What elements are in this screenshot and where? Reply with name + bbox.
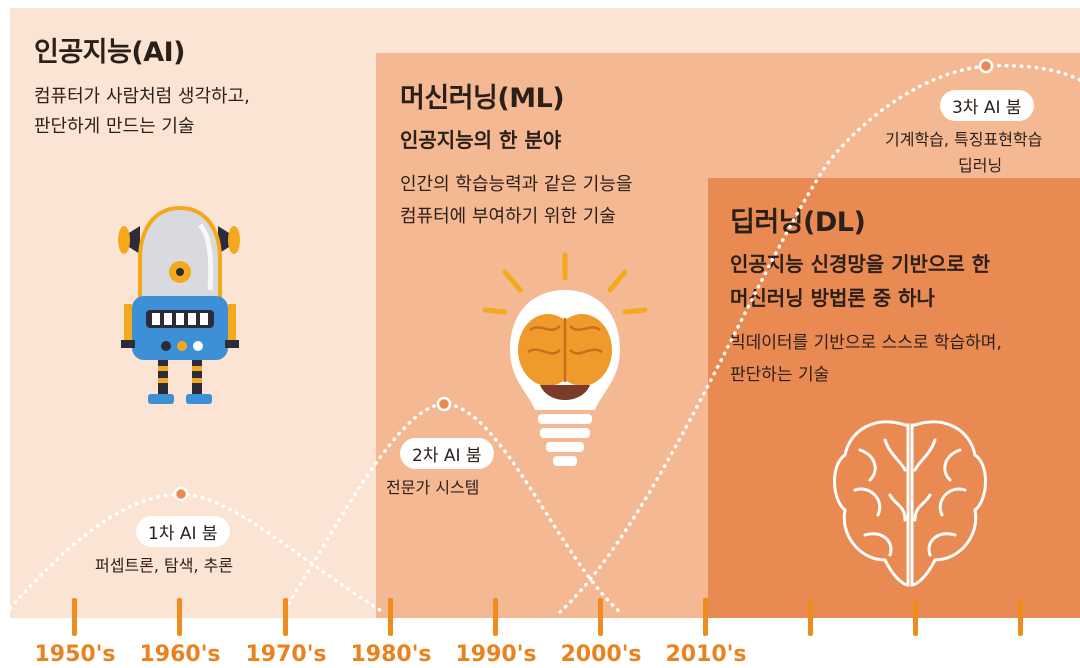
decade-label: 1990's bbox=[455, 642, 537, 667]
lightbulb-brain-icon bbox=[482, 252, 648, 466]
boom-peak-2 bbox=[436, 396, 452, 412]
ai-desc-line2: 판단하게 만드는 기술 bbox=[34, 116, 195, 137]
ml-title: 머신러닝(ML) bbox=[400, 83, 565, 114]
dl-desc-line1: 빅데이터를 기반으로 스스로 학습하며, bbox=[730, 333, 1002, 353]
boom-2-label: 2차 AI 붐 bbox=[400, 438, 494, 469]
decade-label: 2010's bbox=[665, 642, 747, 667]
ml-subtitle: 인공지능의 한 분야 bbox=[400, 128, 562, 152]
boom-3-desc-line1: 기계학습, 특징표현학습 bbox=[885, 130, 1043, 149]
dl-desc-line2: 판단하는 기술 bbox=[730, 365, 830, 385]
boom-curve-2 bbox=[283, 402, 622, 614]
boom-1-desc: 퍼셉트론, 탐색, 추론 bbox=[95, 556, 234, 575]
timeline-ticks bbox=[72, 598, 1023, 636]
boom-peak-3 bbox=[978, 58, 994, 74]
decade-label: 1950's bbox=[34, 642, 116, 667]
ai-desc-line1: 컴퓨터가 사람처럼 생각하고, bbox=[34, 86, 250, 107]
ml-desc-line1: 인간의 학습능력과 같은 기능을 bbox=[400, 174, 633, 195]
ai-title: 인공지능(AI) bbox=[34, 37, 185, 68]
brain-icon bbox=[833, 420, 987, 587]
dl-panel bbox=[708, 178, 1080, 618]
boom-3-desc-line2: 딥러닝 bbox=[958, 156, 1003, 175]
decade-label: 1980's bbox=[350, 642, 432, 667]
boom-peak-1 bbox=[173, 486, 189, 502]
decade-label: 1970's bbox=[245, 642, 327, 667]
boom-3-label: 3차 AI 붐 bbox=[940, 90, 1034, 121]
robot-icon bbox=[118, 205, 240, 404]
boom-1-label: 1차 AI 붐 bbox=[136, 516, 230, 547]
boom-2-desc: 전문가 시스템 bbox=[386, 478, 480, 497]
ml-desc-line2: 컴퓨터에 부여하기 위한 기술 bbox=[400, 206, 616, 227]
dl-subtitle-line1: 인공지능 신경망을 기반으로 한 bbox=[730, 252, 991, 276]
decade-label: 2000's bbox=[560, 642, 642, 667]
decade-label: 1960's bbox=[139, 642, 221, 667]
dl-subtitle-line2: 머신러닝 방법론 중 하나 bbox=[730, 286, 935, 310]
